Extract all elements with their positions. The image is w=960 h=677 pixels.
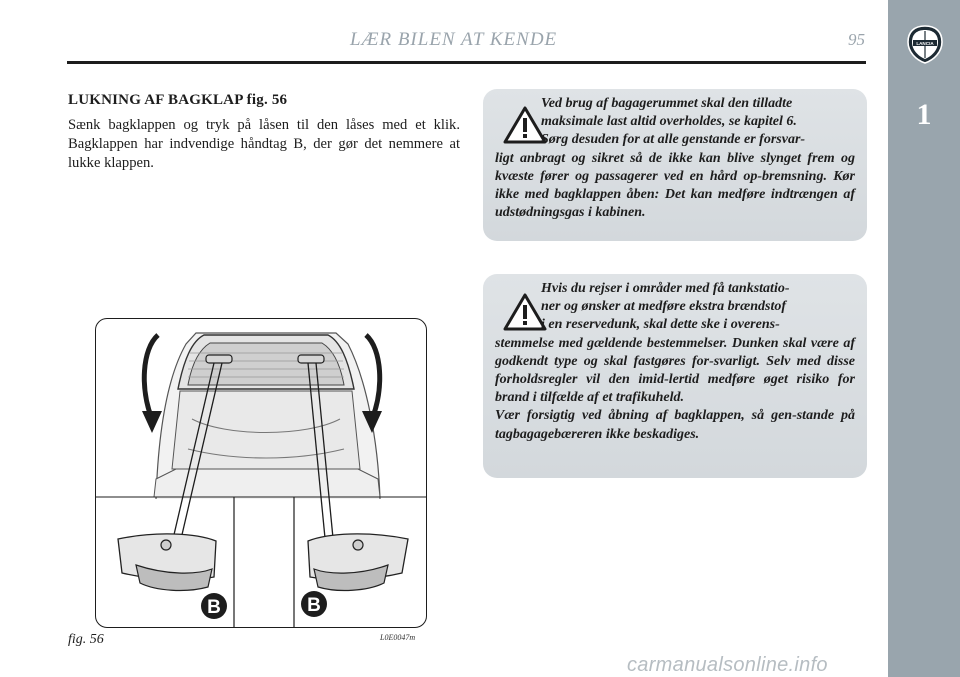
figure-56: B B — [95, 318, 427, 628]
warning-box-2: Hvis du rejser i områder med få tankstat… — [483, 274, 867, 478]
callout-b-right: B — [301, 591, 327, 617]
warning-2-line-2: ner og ønsker at medføre ekstra brændsto… — [541, 299, 787, 315]
callout-b-right-label: B — [307, 595, 321, 616]
warning-2-line-4: stemmelse med gældende bestemmelser. Dun… — [495, 335, 855, 406]
handle-inset-left — [117, 533, 217, 592]
warning-2-line-1: Hvis du rejser i områder med få tankstat… — [541, 281, 790, 296]
warning-triangle-icon — [503, 106, 547, 144]
warning-2-line-3: i en reservedunk, skal dette ske i overe… — [541, 317, 780, 333]
warning-text-2: Hvis du rejser i områder med få tankstat… — [483, 274, 867, 444]
warning-1-line-1: Ved brug af bagagerummet skal den tillad… — [541, 96, 793, 111]
warning-2-line-5: Vær forsigtig ved åbning af bagklappen, … — [495, 408, 855, 442]
warning-1-line-2: maksimale last altid overholdes, se kapi… — [541, 114, 797, 130]
close-arrow-right-icon — [362, 333, 383, 433]
section-heading: LUKNING AF BAGKLAP fig. 56 — [68, 92, 288, 108]
warning-triangle-icon — [503, 293, 547, 331]
callout-b-left: B — [201, 593, 227, 619]
lancia-logo-icon: LANCIA — [907, 25, 943, 64]
warning-text-1: Ved brug af bagagerummet skal den tillad… — [483, 89, 867, 222]
chapter-side-band — [888, 0, 960, 677]
close-arrow-left-icon — [141, 333, 162, 433]
warning-1-line-3: Sørg desuden for at alle genstande er fo… — [541, 132, 806, 148]
figure-caption: fig. 56 — [68, 632, 104, 647]
logo-text: LANCIA — [916, 41, 934, 46]
warning-1-line-4: ligt anbragt og sikret så de ikke kan bl… — [495, 150, 855, 221]
tailgate-illustration: B B — [96, 332, 426, 627]
warning-box-1: Ved brug af bagagerummet skal den tillad… — [483, 89, 867, 241]
figure-code: L0E0047m — [380, 633, 416, 642]
page-number: 95 — [848, 30, 865, 49]
callout-b-left-label: B — [207, 597, 221, 618]
chapter-number: 1 — [916, 98, 932, 131]
handle-inset-right — [307, 533, 409, 592]
header-rule — [67, 61, 866, 64]
watermark: carmanualsonline.info — [627, 654, 828, 676]
section-body: Sænk bagklappen og tryk på låsen til den… — [68, 117, 460, 171]
running-head: LÆR BILEN AT KENDE — [350, 29, 558, 50]
